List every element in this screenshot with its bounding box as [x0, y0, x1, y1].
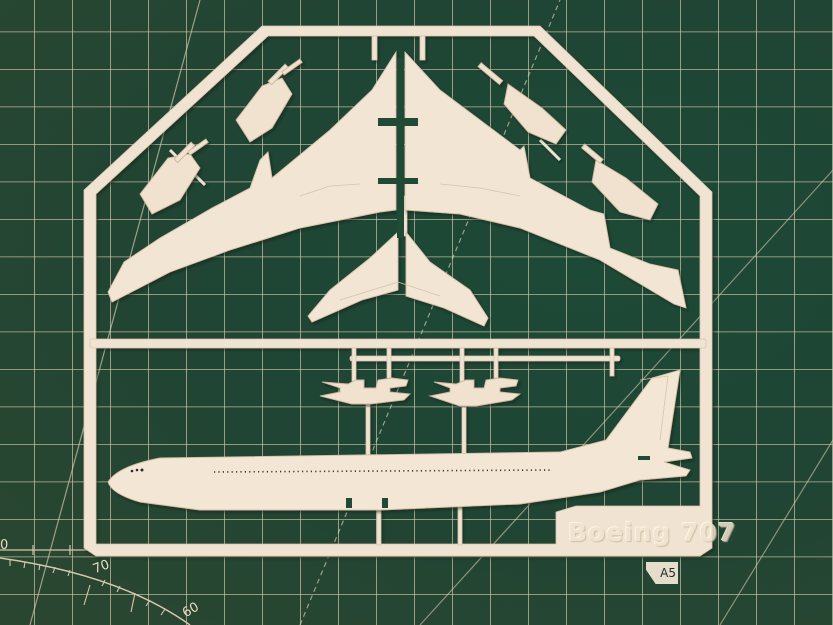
- horizontal-stabilizer: [307, 230, 489, 327]
- sprue-engraved-label: Boeing 707: [568, 518, 737, 547]
- engine-nacelle-4: [591, 159, 659, 221]
- wing-right: [404, 50, 687, 309]
- sprue-frame: [83, 25, 713, 557]
- engine-nacelle-3: [503, 83, 567, 145]
- mat-size-tag: A5: [646, 562, 678, 584]
- window-row: [213, 469, 553, 473]
- fuselage-with-tail: [107, 369, 693, 511]
- engine-pylon-pair-1: [319, 377, 411, 405]
- engine-nacelle-1: [235, 77, 293, 143]
- engine-nacelle-2: [139, 153, 201, 215]
- cabin-windows: [130, 468, 144, 473]
- wing-left: [107, 50, 397, 303]
- sprue-runner-middle: [89, 338, 707, 349]
- mat-ruler-label: 0: [0, 538, 9, 553]
- engine-pylon-pair-2: [428, 377, 522, 407]
